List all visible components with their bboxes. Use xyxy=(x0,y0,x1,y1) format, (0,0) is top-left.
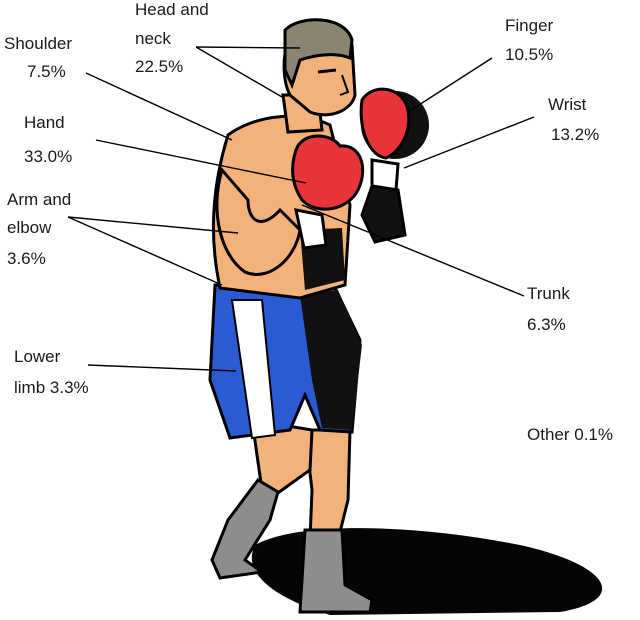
leader-shoulder xyxy=(85,72,233,141)
front-shoe-icon xyxy=(210,478,280,580)
label-lower-limb-2: limb 3.3% xyxy=(14,378,89,397)
labels: Head and neck 22.5% Shoulder 7.5% Hand 3… xyxy=(4,0,613,444)
glove-right-red xyxy=(359,87,411,160)
label-trunk: Trunk xyxy=(527,284,570,303)
label-head-neck-2: neck xyxy=(135,29,171,48)
label-arm-elbow-2: elbow xyxy=(7,218,52,237)
nose xyxy=(339,74,350,96)
leader-finger xyxy=(407,57,493,113)
wrist-cuff-left xyxy=(294,208,328,250)
label-trunk-value: 6.3% xyxy=(527,315,566,334)
leader-arm xyxy=(67,216,239,234)
label-head-neck: Head and xyxy=(135,0,209,19)
label-arm-elbow: Arm and xyxy=(7,190,71,209)
glove-left-icon xyxy=(291,134,365,211)
label-arm-elbow-value: 3.6% xyxy=(7,249,46,268)
label-other: Other 0.1% xyxy=(527,425,613,444)
leader-hand xyxy=(95,139,307,184)
hair-icon xyxy=(283,18,354,90)
forearm-right xyxy=(360,184,407,244)
leader-lines xyxy=(67,46,535,372)
label-lower-limb: Lower xyxy=(14,347,61,366)
leader-lower-limb xyxy=(87,364,237,372)
eye xyxy=(317,68,337,74)
label-wrist: Wrist xyxy=(548,95,587,114)
label-wrist-value: 13.2% xyxy=(551,125,599,144)
leader-wrist xyxy=(403,116,535,169)
leader-neck xyxy=(195,46,283,98)
label-hand: Hand xyxy=(24,113,65,132)
shorts-dark-side xyxy=(300,290,362,430)
label-finger: Finger xyxy=(505,16,554,35)
leader-head xyxy=(195,46,301,49)
back-arm xyxy=(215,166,302,276)
leader-elbow xyxy=(67,216,223,286)
label-shoulder: Shoulder xyxy=(4,34,72,53)
back-shoe-icon xyxy=(298,528,374,614)
leader-trunk xyxy=(301,204,525,297)
label-shoulder-value: 7.5% xyxy=(27,62,66,81)
shorts-stripe xyxy=(230,299,277,440)
label-finger-value: 10.5% xyxy=(505,45,553,64)
front-leg xyxy=(250,418,314,497)
label-hand-value: 33.0% xyxy=(24,147,72,166)
label-head-neck-value: 22.5% xyxy=(135,57,183,76)
